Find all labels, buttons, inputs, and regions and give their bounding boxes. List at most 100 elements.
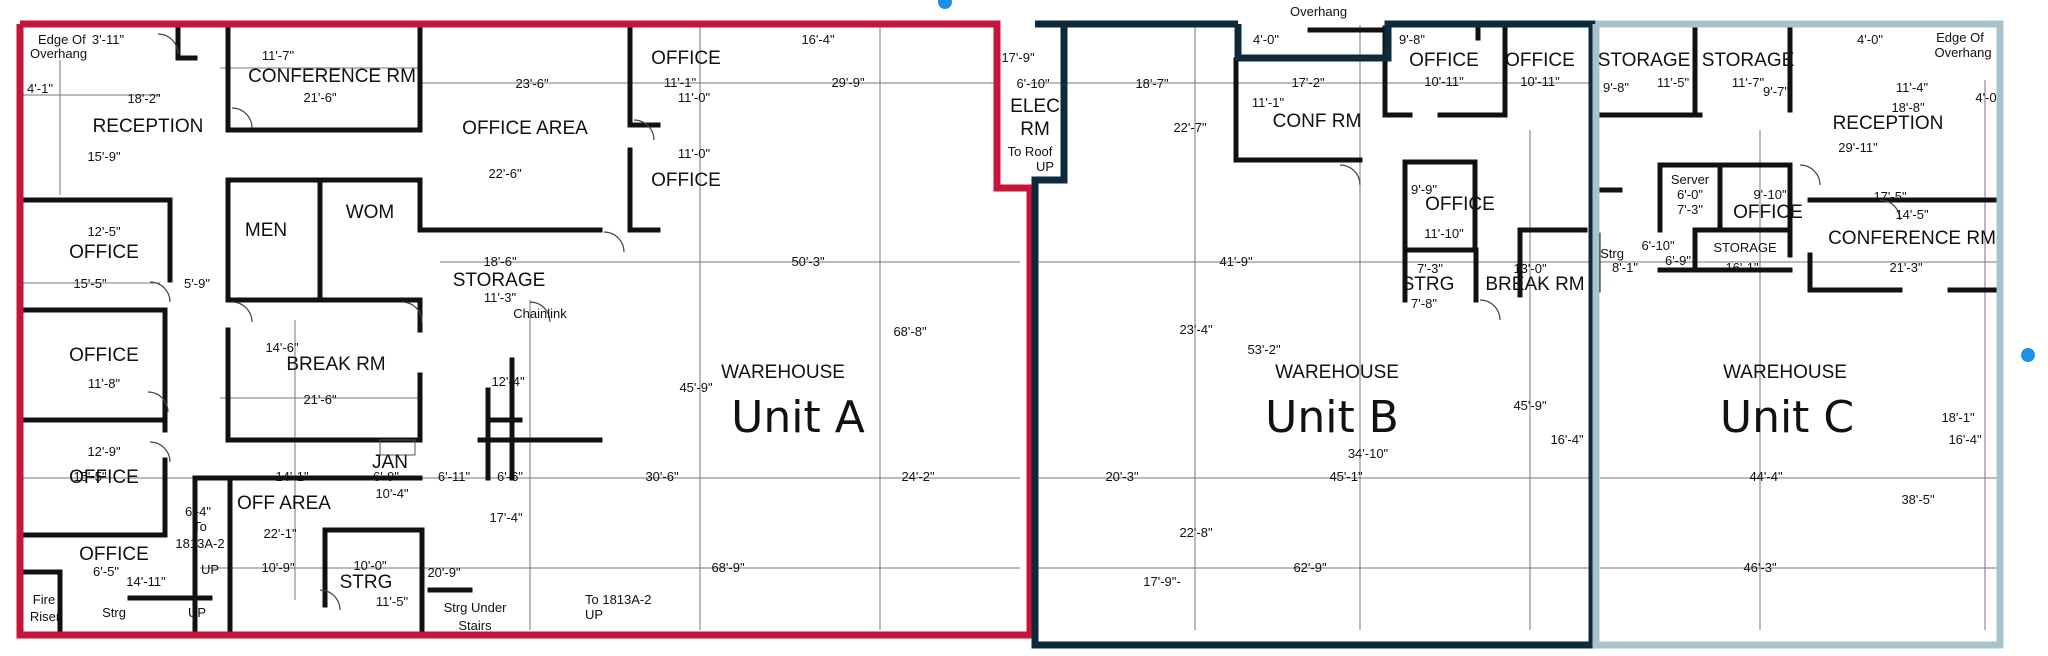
room-label: OFFICE	[651, 170, 721, 191]
dimension-label: 29'-9"	[831, 75, 865, 90]
room-label: JAN	[372, 452, 408, 473]
dimension-label: 12'-9"	[87, 444, 121, 459]
room-label: Chainlink	[513, 306, 567, 321]
dimension-label: 8'-1"	[1612, 260, 1638, 275]
dimension-label: 29'-11"	[1838, 140, 1878, 155]
dimension-label: 9'-8"	[1603, 80, 1629, 95]
room-label: OFFICE	[1505, 50, 1575, 71]
room-label: CONFERENCE RM	[248, 66, 416, 87]
dimension-label: 14'-1"	[275, 469, 309, 484]
dimension-label: 22'-8"	[1179, 525, 1213, 540]
dimension-label: 18'-2"	[127, 91, 161, 106]
room-label: STORAGE	[453, 270, 546, 291]
room-label: Strg	[1600, 246, 1624, 261]
room-label: Fire	[33, 592, 55, 607]
dimension-label: 17'-4"	[489, 510, 523, 525]
dimension-label: 9'-9"	[1411, 182, 1437, 197]
room-label: To Roof	[1008, 144, 1053, 159]
door-swings	[147, 33, 1901, 611]
dimension-label: 6'-9"	[1665, 253, 1691, 268]
dimension-label: 4'-1"	[27, 81, 53, 96]
dimension-label: 15'-5"	[73, 469, 107, 484]
room-label: To 1813A-2	[585, 592, 652, 607]
dimension-label: 21'-6"	[303, 90, 337, 105]
dimension-label: 10'-0"	[353, 558, 387, 573]
dimension-label: 44'-4"	[1749, 469, 1783, 484]
dimension-label: 46'-3"	[1743, 560, 1777, 575]
dimension-label: 11'-7"	[262, 48, 295, 63]
dimension-label: 15'-9"	[87, 149, 121, 164]
dimension-label: 34'-10"	[1348, 446, 1389, 461]
dimension-label: 4'-0"	[1857, 32, 1883, 47]
unit-labels: WAREHOUSE Unit A WAREHOUSE Unit B WAREHO…	[721, 362, 1854, 443]
unit-c-walls	[1595, 25, 1998, 293]
room-label: OFFICE	[69, 467, 139, 488]
room-label: OFF AREA	[237, 493, 331, 514]
dimension-label: 23'-6"	[515, 76, 549, 91]
unit-a-outline	[16, 20, 1034, 639]
room-label: Strg	[102, 605, 126, 620]
room-label: RECEPTION	[1833, 113, 1944, 134]
dimension-label: 18'-7"	[1135, 76, 1169, 91]
dimension-label: 21'-6"	[303, 392, 337, 407]
dimension-label: 16'-4"	[1550, 432, 1584, 447]
dimension-label: 13'-0"	[1513, 261, 1547, 276]
dimension-label: 10'-11"	[1520, 74, 1560, 89]
dimension-label: 38'-5"	[1901, 492, 1935, 507]
dimension-label: 50'-3"	[791, 254, 825, 269]
room-label: RM	[1020, 119, 1050, 140]
room-label: Stairs	[458, 618, 492, 633]
dimension-label: 68'-8"	[893, 324, 927, 339]
dimension-label: 41'-9"	[1219, 254, 1253, 269]
dimension-label: 18'-6"	[483, 254, 517, 269]
dimension-label: 17'-9"	[1001, 50, 1035, 65]
room-label: UP	[1036, 159, 1054, 174]
room-label: OFFICE	[1409, 50, 1479, 71]
dimension-label: 7'-3"	[1417, 261, 1443, 276]
dimension-label: 7'-3"	[1677, 202, 1703, 217]
room-label: BREAK RM	[286, 354, 385, 375]
dimension-label: 45'-9"	[679, 380, 713, 395]
dimension-label: 68'-9"	[711, 560, 745, 575]
room-label: OFFICE	[69, 242, 139, 263]
dimension-label: 11'-1"	[664, 75, 697, 90]
dimension-label: 6'-11"	[438, 469, 471, 484]
dimension-label: 22'-1"	[263, 526, 297, 541]
room-label: STRG	[1402, 274, 1455, 295]
room-label: OFFICE	[69, 345, 139, 366]
dimension-label: 6'-4"	[185, 504, 211, 519]
room-label: STORAGE	[1702, 50, 1795, 71]
room-label: MEN	[245, 220, 287, 241]
dimension-label: 17'-5"	[1873, 189, 1907, 204]
unit-b-label: Unit B	[1265, 392, 1399, 443]
dimension-label: 11'-3"	[484, 290, 517, 305]
room-label: OFFICE	[1425, 194, 1495, 215]
room-label: WOM	[346, 202, 395, 223]
dimension-label: 45'-1"	[1329, 469, 1363, 484]
dimension-label: 4'-0"	[1253, 32, 1279, 47]
dimension-label: 14'-5"	[1895, 207, 1929, 222]
dimension-label: 11'-5"	[376, 594, 409, 609]
dimension-label: 11'-0"	[678, 90, 711, 105]
dimension-label: 45'-9"	[1513, 398, 1547, 413]
room-label: STRG	[340, 572, 393, 593]
marker-dot	[2021, 348, 2035, 362]
dimension-label: 16'-4"	[1948, 432, 1982, 447]
dimension-label: 11'-8"	[88, 376, 121, 391]
room-label: STORAGE	[1713, 240, 1777, 255]
dimension-label: 4'-0	[1975, 90, 1996, 105]
dimension-label: 12'-4"	[491, 374, 525, 389]
unit-b-walls	[1233, 25, 1588, 303]
unit-b-outline	[1031, 20, 1596, 649]
dimension-label: 12'-5"	[87, 224, 121, 239]
dimension-label: 30'-6"	[645, 469, 679, 484]
room-label: RECEPTION	[93, 116, 204, 137]
dimension-label: 6'-10"	[1641, 238, 1675, 253]
dimension-label: 22'-7"	[1173, 120, 1207, 135]
unit-c-warehouse-label: WAREHOUSE	[1723, 362, 1847, 383]
dimension-label: 11'-1"	[1252, 95, 1285, 110]
dimension-label: 3'-11"	[92, 32, 125, 47]
dimension-label: 62'-9"	[1293, 560, 1327, 575]
dimension-label: 20'-3"	[1105, 469, 1139, 484]
dimension-label: 6'-6"	[497, 469, 523, 484]
